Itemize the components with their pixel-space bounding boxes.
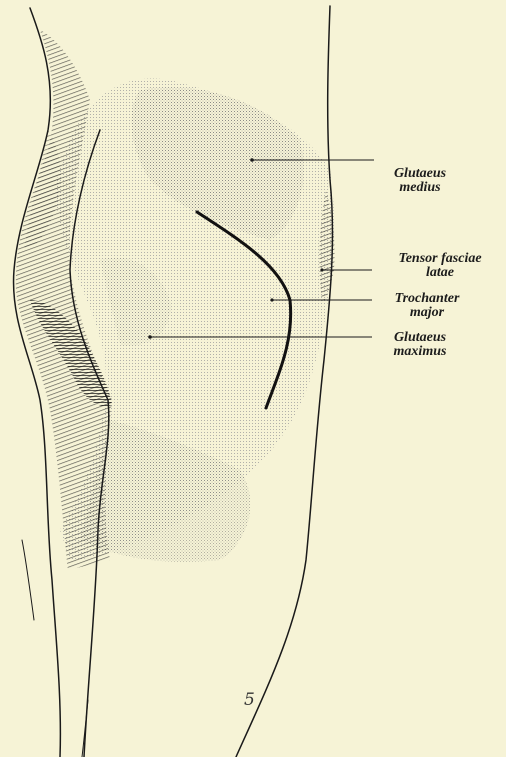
label-tensor-line1: Tensor fasciae [374,252,506,266]
label-glutaeus-maximus-line1: Glutaeus [372,331,468,345]
label-glutaeus-maximus-line2: maximus [372,345,468,359]
label-glutaeus-maximus: Glutaeus maximus [372,331,468,359]
label-trochanter-line2: major [372,306,482,320]
label-tensor-line2: latae [374,266,506,280]
label-trochanter-major: Trochanter major [372,292,482,320]
label-trochanter-line1: Trochanter [372,292,482,306]
label-glutaeus-medius-line1: Glutaeus [372,167,468,181]
plate-number: 5 [244,690,255,710]
label-tensor-fasciae-latae: Tensor fasciae latae [374,252,506,280]
label-glutaeus-medius-line2: medius [372,181,468,195]
label-glutaeus-medius: Glutaeus medius [372,167,468,195]
